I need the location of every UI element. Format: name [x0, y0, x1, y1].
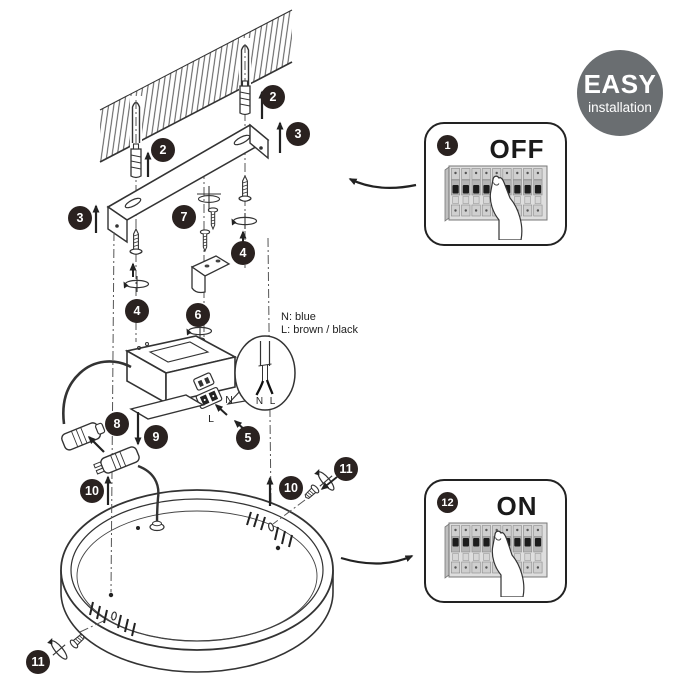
off-step-badge: 1	[437, 135, 458, 156]
step-marker-4-left: 4	[125, 299, 149, 323]
off-label: OFF	[489, 134, 545, 164]
step-marker-2-anchor-right: 2	[261, 85, 285, 109]
breaker-on-illustration	[444, 522, 548, 597]
on-step-badge: 12	[437, 492, 458, 513]
line-note: L: brown / black	[281, 324, 359, 336]
mounting-bracket	[106, 123, 270, 244]
on-label: ON	[496, 491, 538, 521]
bracket-slot-right	[233, 134, 251, 146]
badge-subtitle: installation	[588, 100, 652, 115]
badge-title: EASY	[583, 69, 657, 99]
panel-power-on: 12 ON	[424, 479, 567, 603]
panel-power-off: 1 OFF	[424, 122, 567, 246]
step-marker-5-wires: 5	[236, 426, 260, 450]
terminal-n-label: N	[225, 394, 233, 406]
step-marker-10-left: 10	[80, 479, 104, 503]
step-marker-2-anchor-left: 2	[151, 138, 175, 162]
pointing-hand	[491, 530, 525, 597]
balloon-l-label: L	[270, 396, 276, 407]
centerlines-lower	[79, 231, 306, 633]
step-marker-11-left: 11	[26, 650, 50, 674]
ring-cable	[137, 464, 160, 525]
side-screws	[43, 464, 341, 665]
ring-lift-arrows	[104, 475, 274, 506]
arrow-to-on-panel	[340, 554, 414, 565]
step-marker-10-right: 10	[279, 476, 303, 500]
wire-detail-balloon: N L	[226, 335, 296, 411]
step-marker-6-clamp: 6	[186, 303, 210, 327]
easy-installation-badge: EASY installation	[577, 50, 663, 136]
step-marker-11-right: 11	[334, 457, 358, 481]
wall-plug-left	[130, 143, 142, 179]
quick-connectors	[61, 422, 165, 532]
vent-slots-left	[89, 601, 136, 637]
driver-label	[148, 341, 210, 363]
mounting-ring	[60, 489, 334, 673]
cover-plate	[129, 394, 205, 420]
step-marker-7-screws: 7	[172, 205, 196, 229]
balloon-n-label: N	[256, 396, 263, 407]
breaker-off-illustration	[444, 165, 548, 240]
cable-clamp	[185, 255, 231, 360]
step-marker-3-bracket-right: 3	[286, 122, 310, 146]
vent-slots-right	[246, 511, 293, 548]
step-marker-8-connector: 8	[105, 412, 129, 436]
arrow-from-off-panel	[348, 178, 417, 189]
step-marker-4-right: 4	[231, 241, 255, 265]
led-driver-box	[62, 335, 238, 425]
wall-plug-right	[239, 80, 251, 116]
step-marker-9-plate: 9	[144, 425, 168, 449]
driver-socket-upper	[193, 372, 215, 391]
terminal-l-label: L	[208, 413, 214, 425]
step-marker-3-bracket-left: 3	[68, 206, 92, 230]
input-cable	[62, 360, 132, 425]
pointing-hand	[489, 175, 523, 240]
neutral-note: N: blue	[281, 311, 316, 323]
small-screws	[197, 186, 221, 252]
bracket-slot-left	[124, 197, 142, 209]
